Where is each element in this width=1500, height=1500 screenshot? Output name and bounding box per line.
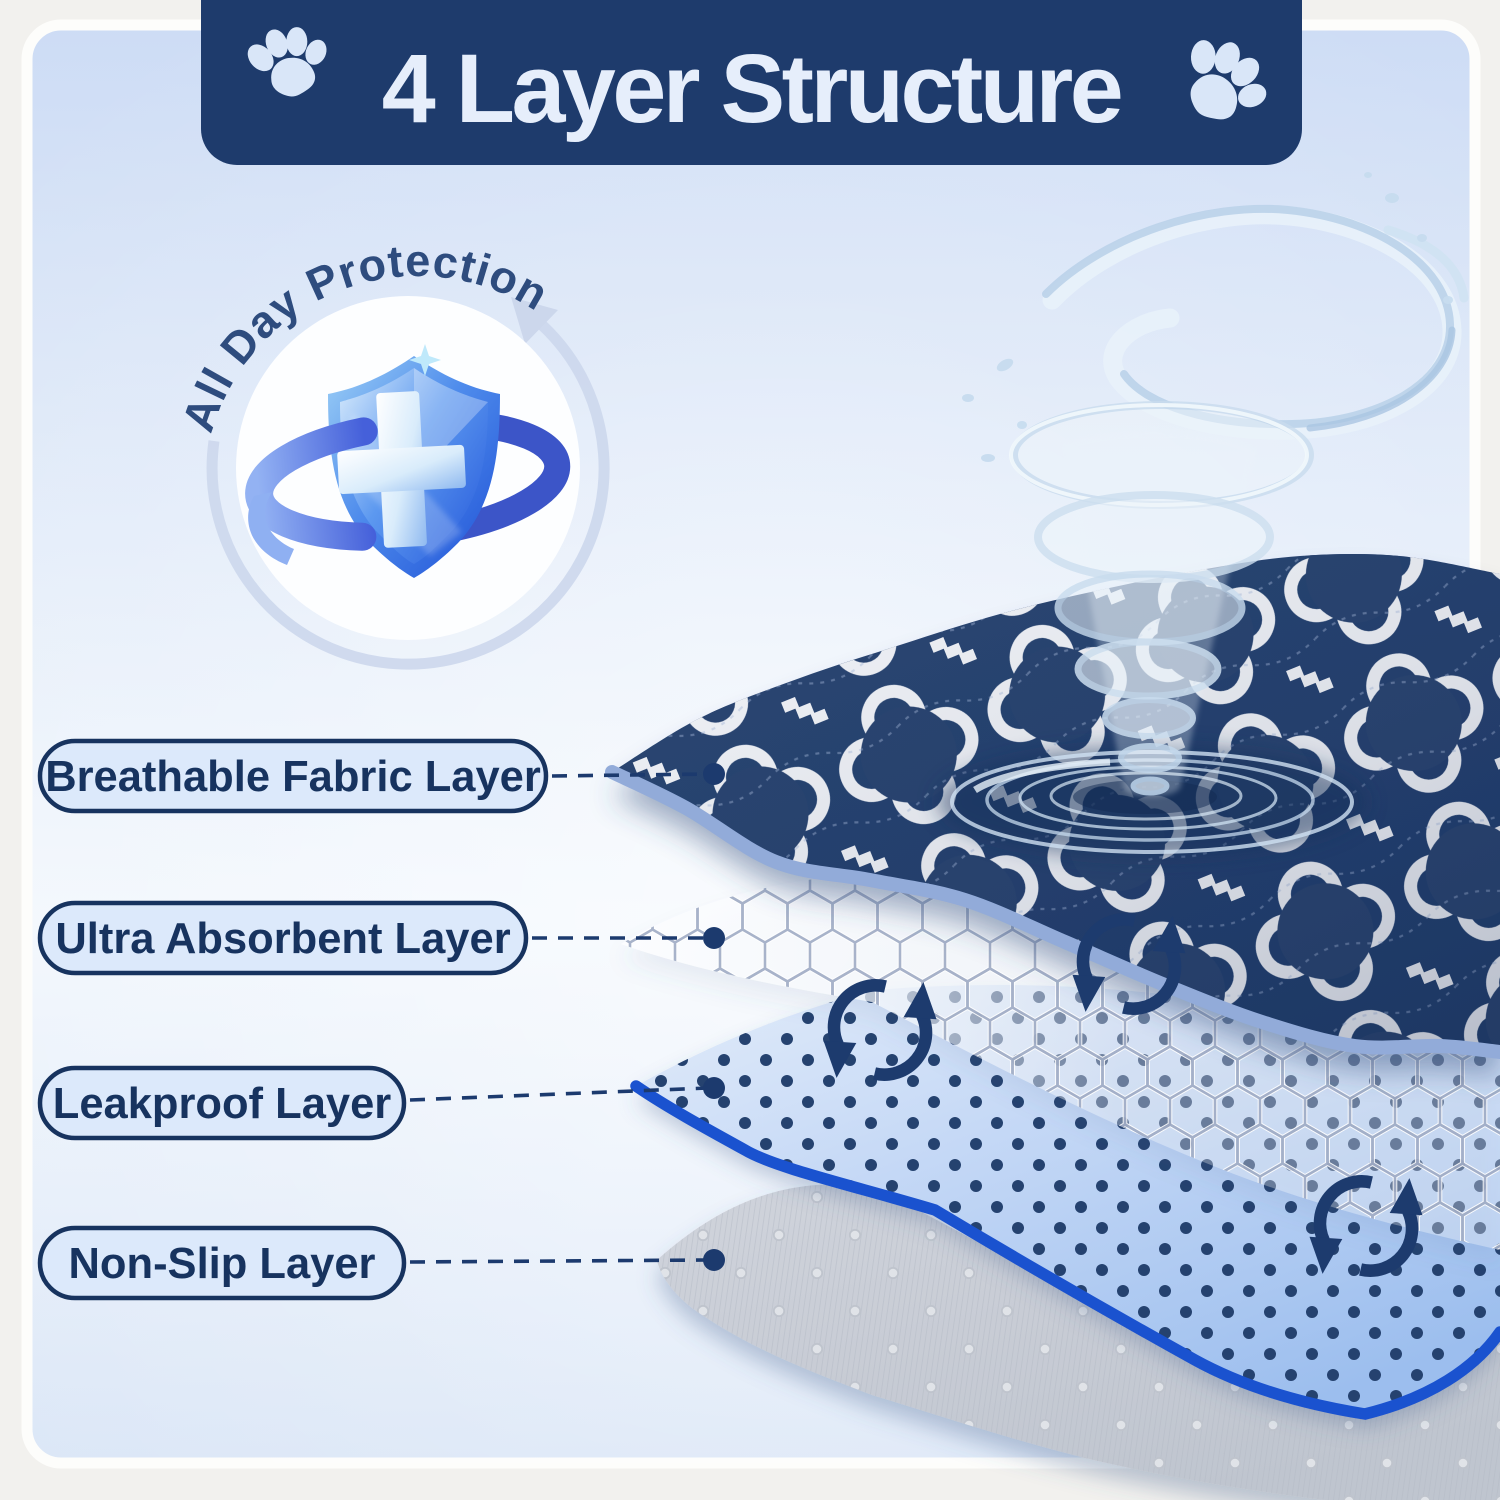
svg-text:Leakproof Layer: Leakproof Layer [53,1080,392,1128]
svg-text:Ultra Absorbent Layer: Ultra Absorbent Layer [55,915,510,963]
svg-text:Breathable Fabric Layer: Breathable Fabric Layer [45,753,541,801]
svg-text:4 Layer Structure: 4 Layer Structure [382,34,1121,143]
svg-text:Non-Slip Layer: Non-Slip Layer [69,1240,376,1288]
